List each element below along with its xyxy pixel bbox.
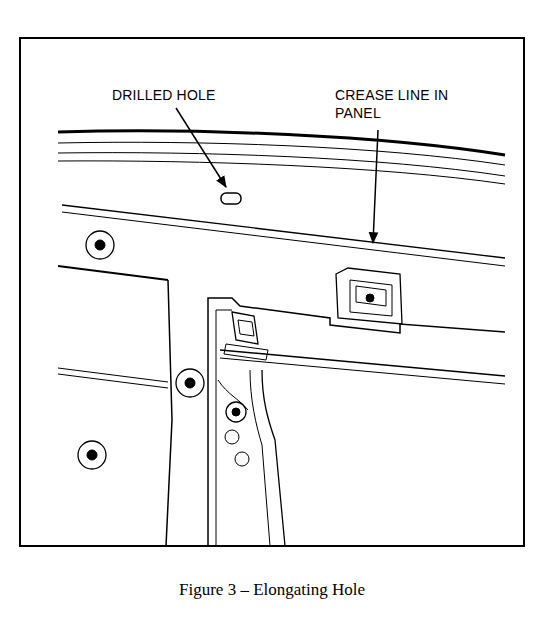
- figure-caption: Figure 3 – Elongating Hole: [179, 580, 365, 600]
- callout-label: CREASE LINE IN PANEL: [335, 86, 451, 122]
- callout-label: DRILLED HOLE: [112, 86, 272, 104]
- washers: [78, 231, 374, 469]
- panel-lines: [58, 131, 505, 546]
- figure-border: [20, 38, 524, 546]
- leader-line: [176, 108, 226, 187]
- drilled-hole: [221, 193, 241, 204]
- leader-line: [373, 130, 378, 243]
